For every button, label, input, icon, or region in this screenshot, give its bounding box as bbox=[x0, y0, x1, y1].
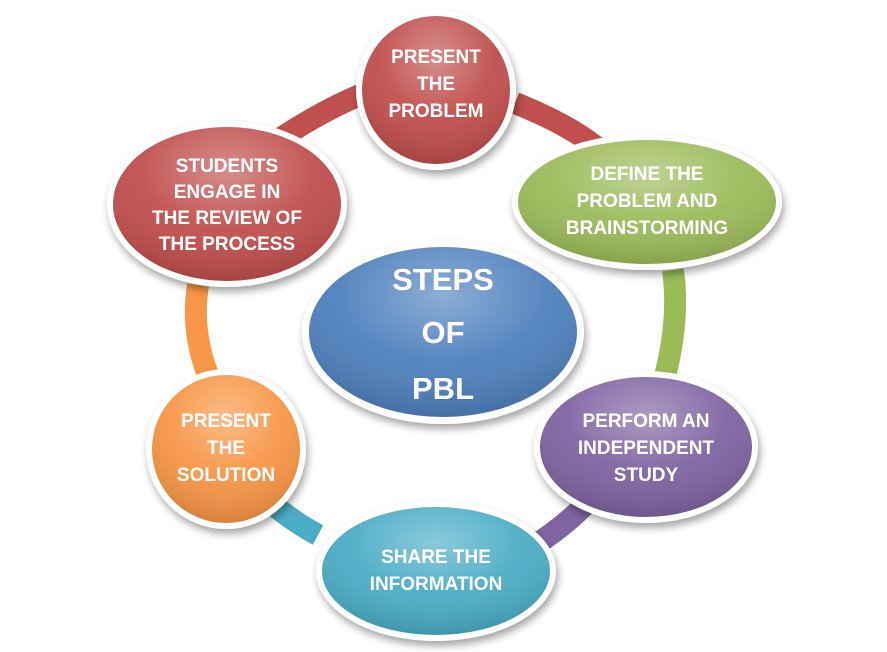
arc-review-to-problem bbox=[271, 84, 365, 150]
step-review-process-line-3: THE REVIEW OF bbox=[152, 208, 302, 229]
step-present-solution: PRESENT THE SOLUTION bbox=[146, 369, 306, 529]
step-review-process-line-1: STUDENTS bbox=[176, 156, 278, 177]
step-independent-study-line-1: PERFORM AN bbox=[582, 411, 709, 432]
step-present-solution-line-1: PRESENT bbox=[181, 411, 271, 432]
step-share-information-line-1: SHARE THE bbox=[381, 547, 491, 568]
center-line-3: PBL bbox=[412, 371, 474, 406]
step-review-process-line-2: ENGAGE IN bbox=[174, 182, 281, 203]
step-present-problem-line-3: PROBLEM bbox=[389, 101, 484, 122]
step-present-problem-line-1: PRESENT bbox=[391, 47, 481, 68]
step-define-problem-line-3: BRAINSTORMING bbox=[566, 218, 728, 239]
center-line-1: STEPS bbox=[392, 262, 494, 297]
center-node: STEPS OF PBL bbox=[302, 240, 584, 424]
step-present-problem-line-2: THE bbox=[417, 74, 455, 95]
step-review-process: STUDENTS ENGAGE IN THE REVIEW OF THE PRO… bbox=[107, 121, 347, 287]
step-independent-study-line-2: INDEPENDENT bbox=[578, 438, 715, 459]
step-review-process-line-4: THE PROCESS bbox=[159, 234, 295, 255]
step-define-problem: DEFINE THE PROBLEM AND BRAINSTORMING bbox=[512, 134, 782, 270]
step-independent-study-line-3: STUDY bbox=[614, 465, 679, 486]
step-present-solution-line-3: SOLUTION bbox=[177, 465, 275, 486]
step-define-problem-line-2: PROBLEM AND bbox=[577, 191, 718, 212]
step-define-problem-line-1: DEFINE THE bbox=[591, 164, 704, 185]
arc-solution-to-review bbox=[184, 283, 223, 390]
step-present-problem: PRESENT THE PROBLEM bbox=[356, 10, 516, 170]
center-line-2: OF bbox=[421, 315, 464, 350]
step-independent-study: PERFORM AN INDEPENDENT STUDY bbox=[534, 371, 758, 523]
step-share-information-line-2: INFORMATION bbox=[370, 574, 503, 595]
step-share-information: SHARE THE INFORMATION bbox=[316, 501, 556, 641]
arc-define-to-study bbox=[653, 268, 687, 383]
step-present-solution-line-2: THE bbox=[207, 438, 245, 459]
